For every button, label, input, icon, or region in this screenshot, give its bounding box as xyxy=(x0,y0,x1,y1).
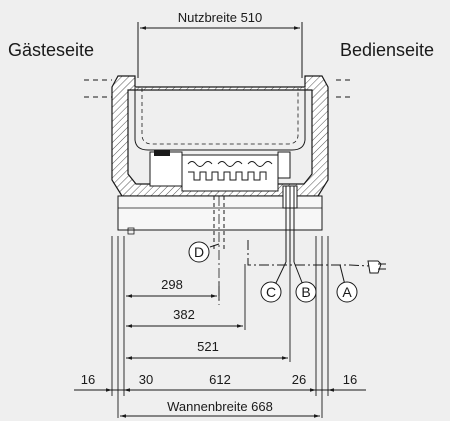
operator-side-label: Bedienseite xyxy=(340,40,434,60)
connection-box xyxy=(282,185,298,262)
callout-a-label: A xyxy=(342,284,352,300)
dimension-382: 382 xyxy=(126,307,243,328)
dimension-30-label: 30 xyxy=(139,372,153,387)
dimension-16-right-label: 16 xyxy=(343,372,357,387)
base-frame xyxy=(117,195,323,235)
dimension-521: 521 xyxy=(126,339,288,360)
dimension-612-label: 612 xyxy=(209,372,231,387)
dimension-521-label: 521 xyxy=(197,339,219,354)
countertop-lines xyxy=(84,79,352,98)
callout-c: C xyxy=(260,261,287,303)
gastronorm-pan xyxy=(134,88,306,151)
callout-a: A xyxy=(336,264,358,303)
callout-c-label: C xyxy=(266,284,276,300)
guest-side-label: Gästeseite xyxy=(8,40,94,60)
dimension-382-label: 382 xyxy=(173,307,195,322)
dimension-298: 298 xyxy=(126,277,217,298)
tub-width-label: Wannenbreite 668 xyxy=(167,399,273,414)
dimension-16-left-label: 16 xyxy=(81,372,95,387)
callout-b-label: B xyxy=(301,284,310,300)
usable-width-label: Nutzbreite 510 xyxy=(178,10,263,25)
dimension-298-label: 298 xyxy=(161,277,183,292)
tub-width-dimension: Wannenbreite 668 xyxy=(120,399,320,418)
power-cable xyxy=(247,240,386,274)
dimension-26-label: 26 xyxy=(292,372,306,387)
callout-d-label: D xyxy=(194,244,204,260)
bottom-dimension-row: 16 30 612 26 16 xyxy=(74,372,366,392)
usable-width-dimension: Nutzbreite 510 xyxy=(137,10,303,78)
heating-unit xyxy=(149,150,291,192)
callout-d: D xyxy=(188,241,220,263)
callout-b: B xyxy=(293,261,317,303)
extension-lines xyxy=(111,236,329,418)
